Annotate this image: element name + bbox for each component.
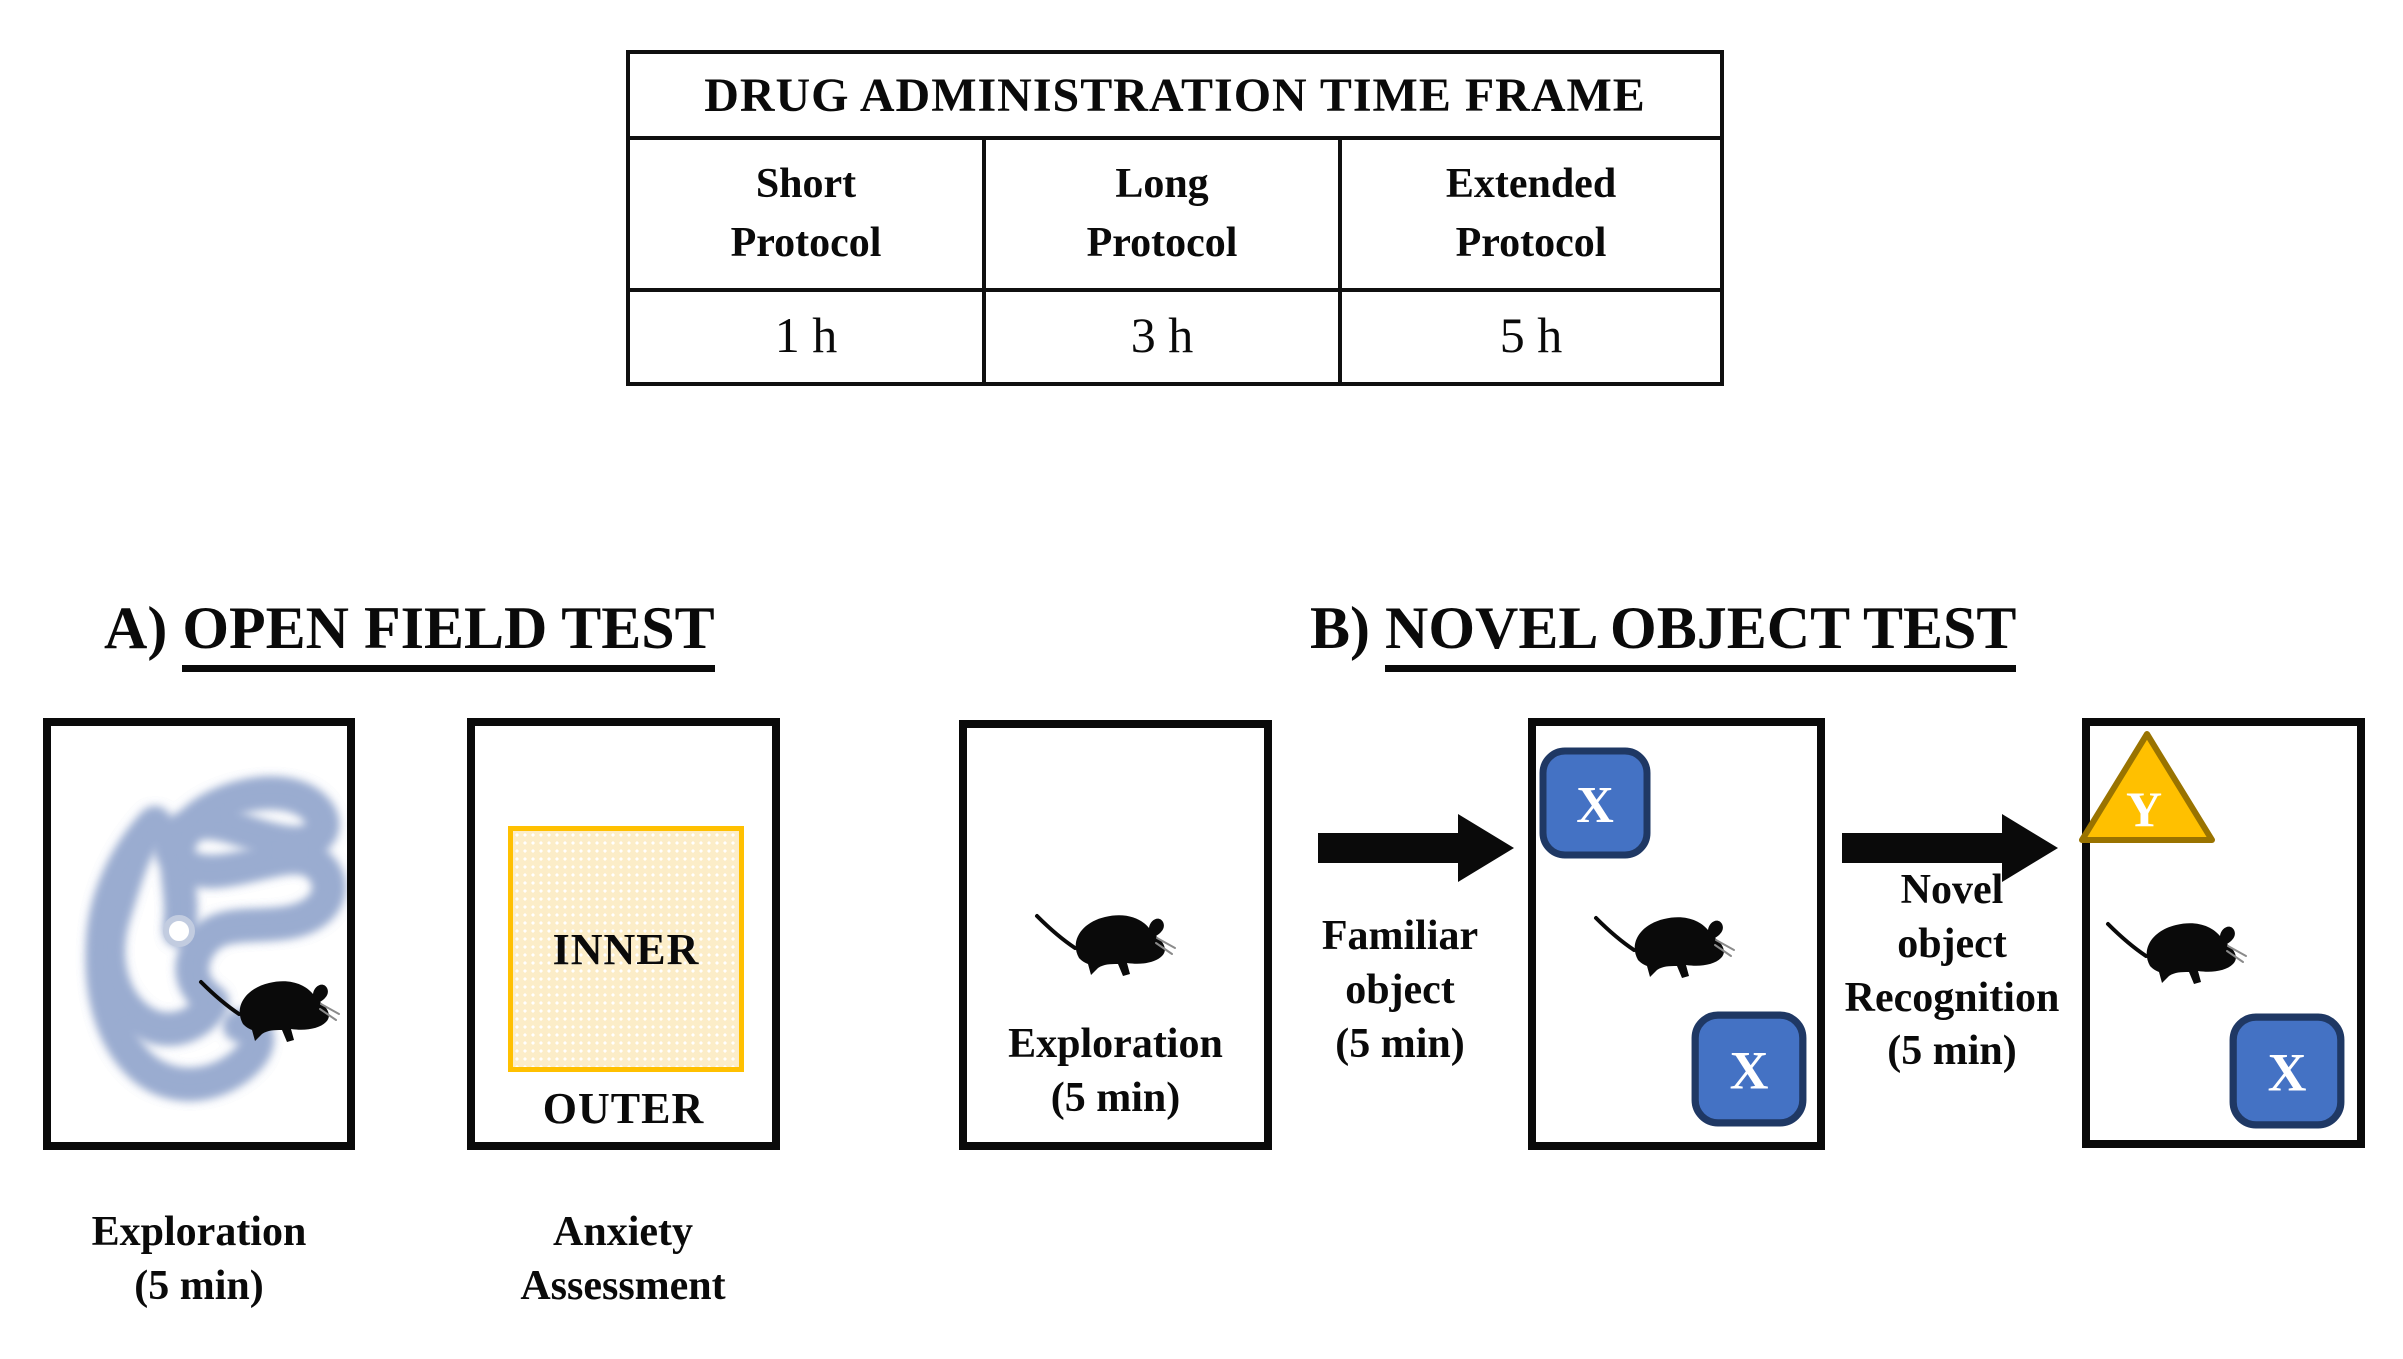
familiar-object-arena: X X [1528,718,1825,1150]
open-field-anxiety-caption: Anxiety Assessment [520,1209,726,1309]
value-short-protocol: 1 h [774,307,838,363]
novel-object-phase1-caption: Exploration (5 min) [1008,1020,1223,1122]
open-field-exploration-caption: Exploration (5 min) [91,1209,307,1309]
mouse-icon [2106,921,2248,986]
section-a-prefix: A) [104,595,168,661]
drug-administration-table: DRUG ADMINISTRATION TIME FRAME Short Pro… [626,50,1724,386]
value-extended-protocol: 5 h [1338,292,1720,382]
outer-zone-label: OUTER [542,1084,705,1133]
section-b-prefix: B) [1310,595,1370,661]
section-a-heading: A) OPEN FIELD TEST [104,594,715,672]
table-title: DRUG ADMINISTRATION TIME FRAME [630,54,1720,140]
object-letter: X [1730,1041,1769,1101]
movement-trail [51,726,347,1142]
object-letter: X [2268,1043,2307,1103]
open-field-anxiety-arena: INNER OUTER [467,718,780,1150]
section-b-heading: B) NOVEL OBJECT TEST [1310,594,2017,672]
novel-object-exploration-arena: Exploration (5 min) [959,720,1272,1150]
object-letter: X [1576,777,1614,834]
mouse-icon [1035,913,1177,978]
column-header-long: Long Protocol [982,140,1338,292]
column-header-short: Short Protocol [630,140,982,292]
mouse-icon [199,979,341,1044]
familiar-object-phase-label: Familiar object (5 min) [1321,913,1479,1067]
familiar-object-x: X [1539,747,1651,859]
inner-zone: INNER [508,826,744,1072]
novel-object-phase-label: Novel object Recognition (5 min) [1844,867,2060,1075]
inner-zone-label: INNER [552,924,700,974]
novel-object-recognition-arena: Y X [2079,718,2365,1148]
arrow-right-icon [1318,814,1514,882]
section-b-title: NOVEL OBJECT TEST [1385,595,2017,672]
mouse-icon [1594,915,1736,980]
open-field-exploration-arena [43,718,355,1150]
section-a-title: OPEN FIELD TEST [182,595,715,672]
novel-object-y: Y [2079,731,2215,843]
familiar-object-x: X [2229,1013,2345,1129]
object-letter: Y [2126,781,2162,837]
column-header-extended: Extended Protocol [1338,140,1720,292]
value-long-protocol: 3 h [982,292,1338,382]
familiar-object-x: X [1691,1011,1807,1127]
arrow-right-icon [1842,814,2058,882]
trail-start-dot [163,915,195,947]
